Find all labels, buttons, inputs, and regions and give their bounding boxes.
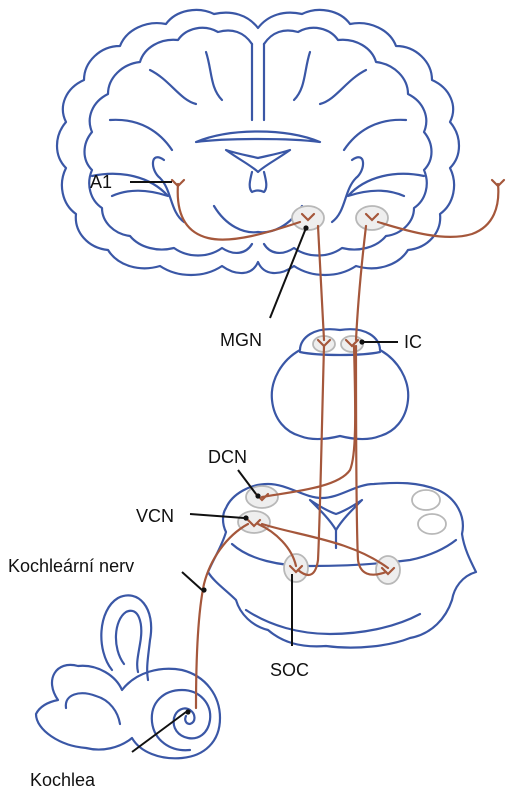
soc-left-to-ic-fiber: [298, 346, 324, 575]
vestibule-inner: [66, 693, 120, 724]
fourth-ventricle: [310, 500, 362, 530]
interhemispheric-fissure: [252, 44, 264, 120]
vcn-to-soc-right-fiber: [262, 524, 388, 568]
dcn-to-ic-fiber: [262, 346, 355, 497]
vcn-leader: [190, 514, 244, 518]
sulcus-left-2: [110, 120, 172, 150]
sulcus-right-3: [294, 52, 310, 100]
cochlea-spiral-outer: [152, 690, 210, 750]
dot-cochlea: [185, 709, 190, 714]
brainstem-oval-upper: [412, 490, 440, 510]
corpus-callosum: [196, 132, 320, 143]
dot-ic: [359, 339, 364, 344]
thalamus-contour: [214, 206, 302, 232]
midbrain-section: [272, 329, 408, 439]
soc-right-to-ic-fiber: [356, 346, 386, 575]
midbrain-inner: [300, 352, 380, 355]
brainstem-oval-lower: [418, 514, 446, 534]
dot-dcn: [255, 493, 260, 498]
vcn-nucleus: [238, 511, 270, 533]
semicircular-canal-inner: [116, 611, 141, 672]
sulcus-right-1: [320, 70, 366, 104]
ic-right-nucleus: [341, 336, 363, 352]
nerve-leader: [182, 572, 202, 590]
ic-right-to-mgn-fiber: [356, 226, 366, 340]
label-soc: SOC: [270, 660, 309, 680]
lateral-ventricles: [226, 150, 290, 172]
label-a1: A1: [90, 172, 112, 192]
mgn-to-a1-left-fiber: [178, 184, 300, 240]
sulcus-right-2: [344, 120, 406, 150]
dcn-leader: [238, 470, 256, 494]
third-ventricle: [250, 172, 267, 192]
dot-nerve: [201, 587, 206, 592]
lateral-fissure-right: [348, 174, 424, 196]
sulcus-left-3: [206, 52, 222, 100]
label-dcn: DCN: [208, 447, 247, 467]
label-ic: IC: [404, 332, 422, 352]
label-nerve: Kochleární nerv: [8, 556, 134, 576]
inner-ear: [36, 595, 220, 758]
semicircular-canals: [101, 595, 151, 680]
auditory-pathway: [172, 180, 504, 708]
mgn-right-nucleus: [356, 206, 388, 230]
label-cochlea: Kochlea: [30, 770, 96, 790]
dot-mgn: [303, 225, 308, 230]
brainstem-floor: [246, 610, 420, 634]
sulcus-left-1: [150, 70, 196, 104]
ic-left-to-mgn-fiber: [318, 226, 324, 340]
label-mgn: MGN: [220, 330, 262, 350]
brainstem-inner: [232, 540, 456, 566]
soc-right-nucleus: [376, 556, 400, 584]
label-vcn: VCN: [136, 506, 174, 526]
dot-vcn: [243, 515, 248, 520]
soc-left-nucleus: [284, 554, 308, 582]
